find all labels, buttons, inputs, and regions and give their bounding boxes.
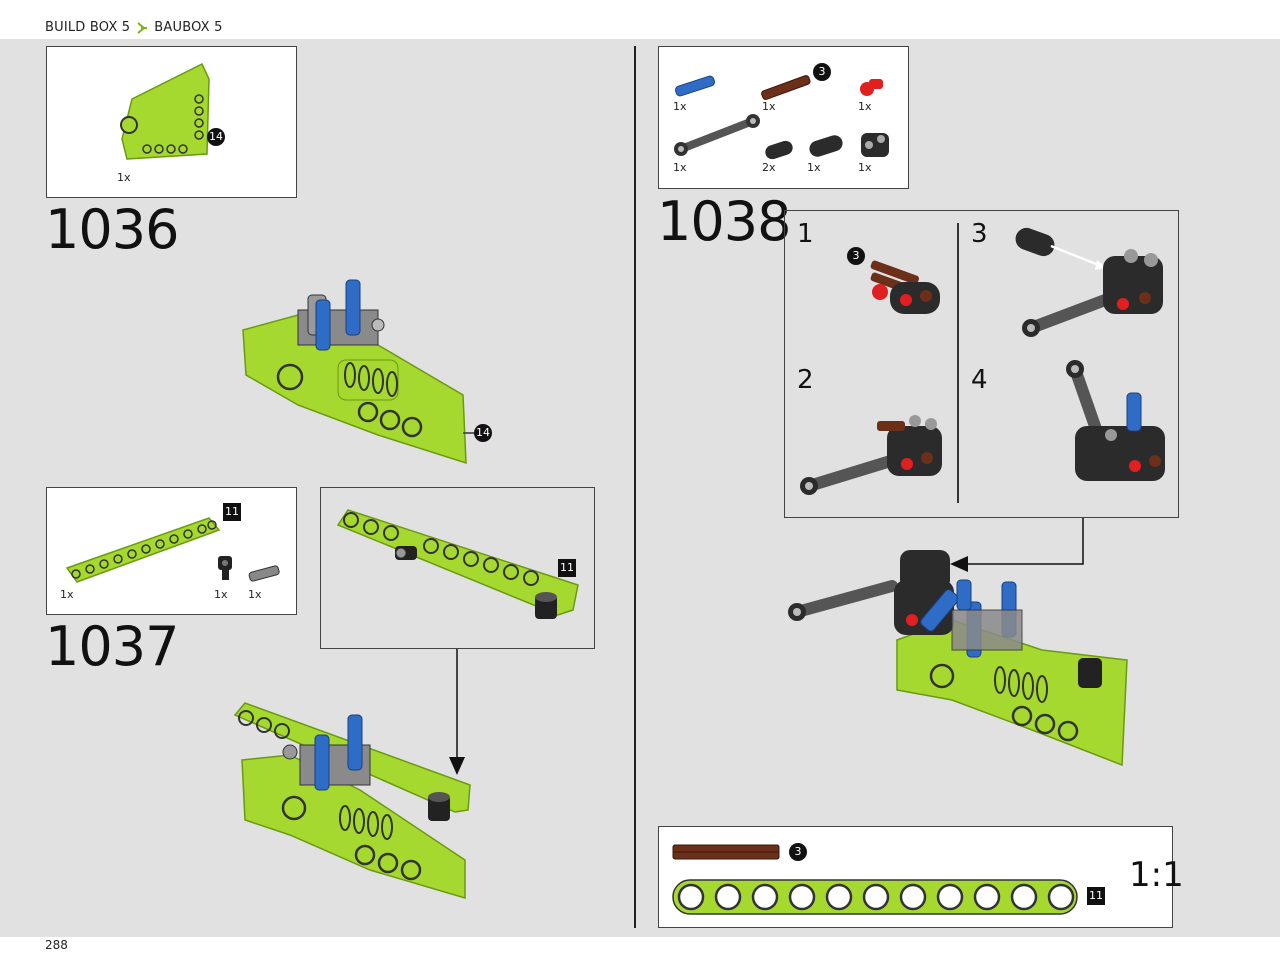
step-number-1038: 1038 xyxy=(657,190,791,253)
part-quantity: 1x xyxy=(673,100,687,113)
part-quantity: 1x xyxy=(214,588,228,601)
part-quantity: 1x xyxy=(762,100,776,113)
substep-3-image xyxy=(1015,227,1163,337)
substep-divider xyxy=(957,223,959,503)
axle-length-badge: 3 xyxy=(847,247,865,265)
page-header: BUILD BOX 5 BAUBOX 5 xyxy=(0,0,1280,39)
page-footer xyxy=(0,937,1280,974)
gray-link-part-image xyxy=(674,114,760,156)
chevron-right-icon xyxy=(137,21,148,34)
parts-box-1037: 1x 1x 1x 11 xyxy=(46,487,297,615)
substep-number: 3 xyxy=(971,219,988,249)
beam-length-badge: 11 xyxy=(558,559,576,577)
axle-length-badge: 3 xyxy=(789,843,807,861)
breadcrumb-baubox: BAUBOX 5 xyxy=(154,20,223,35)
part-quantity: 1x xyxy=(673,161,687,174)
scale-label: 1:1 xyxy=(1129,855,1184,895)
down-arrow-icon xyxy=(449,649,465,775)
substep-number: 4 xyxy=(971,365,988,395)
substep-1-image xyxy=(870,260,940,314)
step-number-1036: 1036 xyxy=(45,198,179,261)
beam-length-badge: 11 xyxy=(1087,887,1105,905)
gray-pin-part-image xyxy=(248,565,280,582)
black-beam-3-part-image xyxy=(809,135,843,157)
substep-number: 1 xyxy=(797,219,814,249)
substep-panel-1038: 1 2 3 4 3 xyxy=(784,210,1179,518)
black-beam-2-part-image xyxy=(765,140,793,160)
elbow-arrow-icon xyxy=(950,518,1084,572)
beam-subassembly-image xyxy=(336,509,579,619)
part-quantity: 1x xyxy=(807,161,821,174)
black-connector-part-image xyxy=(861,133,889,157)
substep-box-1037: 11 xyxy=(320,487,595,649)
column-divider xyxy=(634,46,636,928)
substep-4-image xyxy=(1066,360,1165,481)
substep-number: 2 xyxy=(797,365,814,395)
red-pin-part-image xyxy=(860,79,883,96)
part-count-badge: 14 xyxy=(207,128,225,146)
brown-axle-reference-image xyxy=(672,844,780,860)
axle-length-badge: 3 xyxy=(813,63,831,81)
callout-badge-1036: 14 xyxy=(474,424,492,442)
reference-scale-box: 3 11 1:1 xyxy=(658,826,1184,928)
part-quantity: 1x xyxy=(858,100,872,113)
black-connector-part-image xyxy=(218,556,232,580)
parts-box-1036: 1x 14 xyxy=(46,46,297,198)
breadcrumb-build-box: BUILD BOX 5 xyxy=(45,20,131,35)
breadcrumb: BUILD BOX 5 BAUBOX 5 xyxy=(45,20,223,35)
blue-pin-part-image xyxy=(674,75,716,97)
step-number-1037: 1037 xyxy=(45,615,179,678)
part-quantity: 1x xyxy=(60,588,74,601)
substep-2-image xyxy=(800,415,942,495)
part-quantity: 1x xyxy=(858,161,872,174)
part-quantity: 1x xyxy=(248,588,262,601)
assembly-1038-image xyxy=(788,550,1128,767)
lime-beam-part-image xyxy=(65,517,221,583)
parts-box-1038: 1x 1x 1x 1x 2x 1x 1x 3 xyxy=(658,46,909,189)
page-number: 288 xyxy=(45,938,68,952)
brown-axle-part-image xyxy=(761,75,811,100)
lime-panel-part-image xyxy=(120,62,210,160)
assembly-1037-image xyxy=(233,702,471,900)
part-quantity: 1x xyxy=(117,171,131,184)
part-quantity: 2x xyxy=(762,161,776,174)
assembly-1036-image xyxy=(242,279,478,465)
lime-beam-reference-image xyxy=(672,879,1078,915)
beam-length-badge: 11 xyxy=(223,503,241,521)
